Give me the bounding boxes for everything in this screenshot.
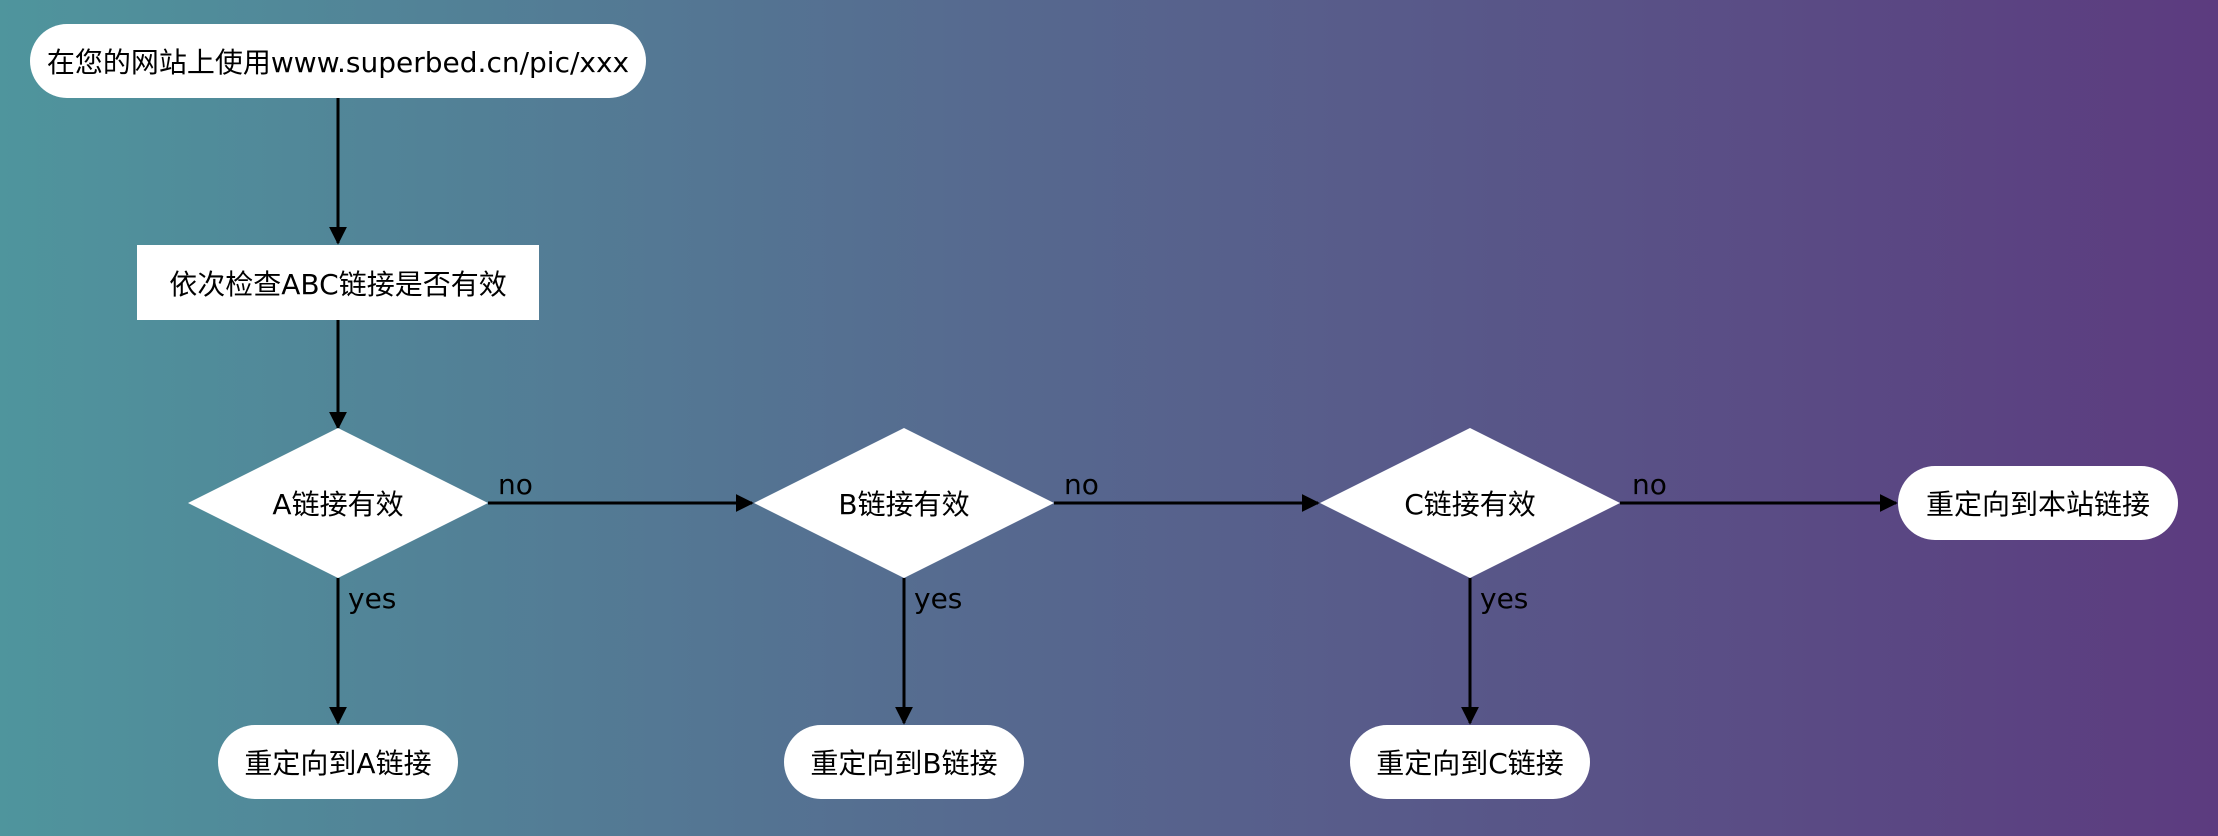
- redirect-a-label: 重定向到A链接: [244, 747, 432, 780]
- edge-label-c-no: no: [1632, 468, 1667, 501]
- fallback-node-label: 重定向到本站链接: [1925, 488, 2150, 521]
- check-links-label: 依次检查ABC链接是否有效: [169, 267, 507, 301]
- decision-c-shape: [1320, 428, 1620, 578]
- decision-a-node: A链接有效: [188, 428, 488, 578]
- start-node-label: 在您的网站上使用www.superbed.cn/pic/xxx: [46, 46, 630, 79]
- edge-label-a-yes: yes: [348, 582, 397, 615]
- redirect-c-label: 重定向到C链接: [1376, 747, 1564, 780]
- decision-a-shape: [188, 428, 488, 578]
- start-node: 在您的网站上使用www.superbed.cn/pic/xxx: [30, 24, 646, 98]
- edge-label-b-no: no: [1064, 468, 1099, 501]
- redirect-b-node: 重定向到B链接: [784, 725, 1024, 799]
- redirect-c-node: 重定向到C链接: [1350, 725, 1590, 799]
- decision-b-node: B链接有效: [754, 428, 1054, 578]
- edge-label-b-yes: yes: [914, 582, 963, 615]
- decision-b-shape: [754, 428, 1054, 578]
- decision-c-label: C链接有效: [1404, 488, 1536, 521]
- fallback-node: 重定向到本站链接: [1898, 466, 2178, 540]
- decision-a-label: A链接有效: [272, 488, 404, 521]
- redirect-b-label: 重定向到B链接: [810, 747, 998, 780]
- redirect-a-node: 重定向到A链接: [218, 725, 458, 799]
- edge-label-a-no: no: [498, 468, 533, 501]
- decision-c-node: C链接有效: [1320, 428, 1620, 578]
- edge-label-c-yes: yes: [1480, 582, 1529, 615]
- decision-b-label: B链接有效: [838, 488, 970, 521]
- check-links-node: 依次检查ABC链接是否有效: [137, 245, 539, 320]
